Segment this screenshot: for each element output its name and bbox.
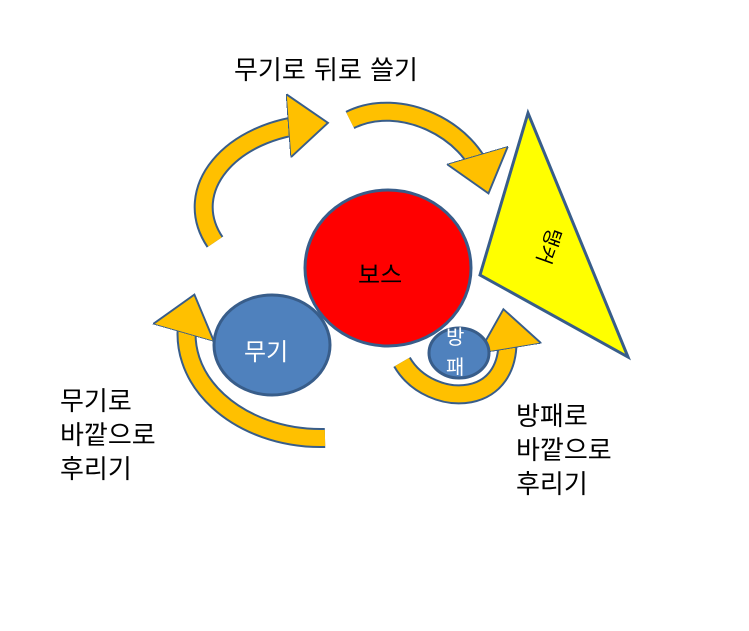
boss-circle [303, 188, 473, 348]
arrow-right [393, 325, 507, 405]
shield-circle [427, 326, 491, 380]
arrow-top-right [345, 101, 484, 178]
arrow-top-left [193, 124, 312, 248]
weapon-label: 무기 [244, 338, 289, 366]
title-label: 무기로 뒤로 쓸기 [234, 56, 418, 86]
left-label: 무기로 바깥으로 후리기 [60, 387, 156, 485]
weapon-circle [212, 293, 332, 397]
right-label: 방패로 바깥으로 후리기 [516, 402, 612, 500]
arrow-left [187, 310, 326, 449]
shield-label: 방 패 [446, 325, 465, 379]
tank-triangle [478, 108, 632, 361]
boss-label: 보스 [358, 261, 403, 289]
